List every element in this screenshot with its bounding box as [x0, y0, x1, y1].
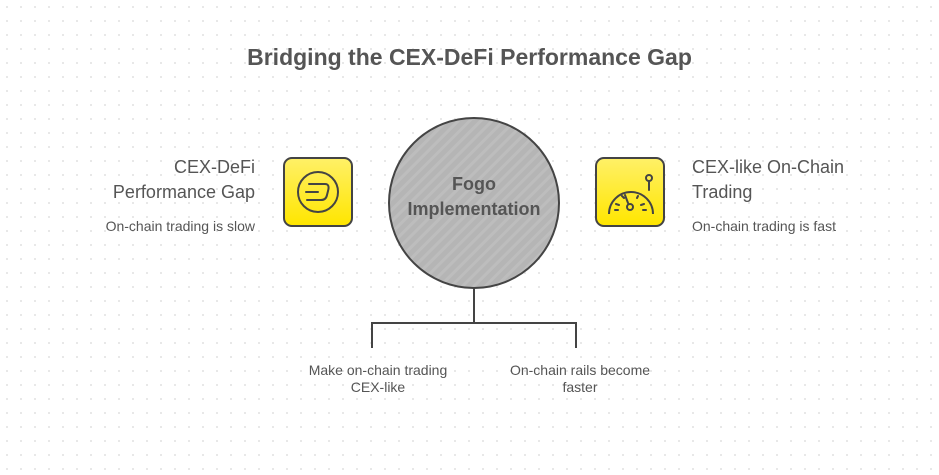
- right-heading: CEX-like On-Chain Trading: [692, 155, 844, 205]
- branch-label-2: On-chain rails become faster: [480, 362, 680, 396]
- center-label: Fogo Implementation: [380, 172, 568, 222]
- connector-lines: [371, 288, 577, 348]
- right-heading-line1: CEX-like On-Chain: [692, 157, 845, 177]
- dash-coin-icon: [297, 171, 339, 213]
- center-label-line1: Fogo: [452, 174, 496, 194]
- left-subtitle: On-chain trading is slow: [105, 218, 255, 234]
- right-icon-box: [595, 157, 665, 227]
- branch-1-line2: CEX-like: [350, 379, 406, 395]
- diagram-title: Bridging the CEX-DeFi Performance Gap: [247, 44, 692, 70]
- left-icon-box: [283, 157, 353, 227]
- speedometer-icon: [608, 174, 654, 215]
- center-label-line2: Implementation: [407, 199, 541, 219]
- left-heading-line1: CEX-DeFi: [173, 157, 255, 177]
- left-heading: CEX-DeFi Performance Gap: [113, 155, 255, 205]
- branch-1-line1: Make on-chain trading: [308, 362, 448, 378]
- branch-2-line1: On-chain rails become: [509, 362, 651, 378]
- right-heading-line2: Trading: [692, 182, 753, 202]
- branch-2-line2: faster: [562, 379, 598, 395]
- right-subtitle: On-chain trading is fast: [692, 218, 836, 234]
- branch-label-1: Make on-chain trading CEX-like: [278, 362, 478, 396]
- left-heading-line2: Performance Gap: [112, 182, 255, 202]
